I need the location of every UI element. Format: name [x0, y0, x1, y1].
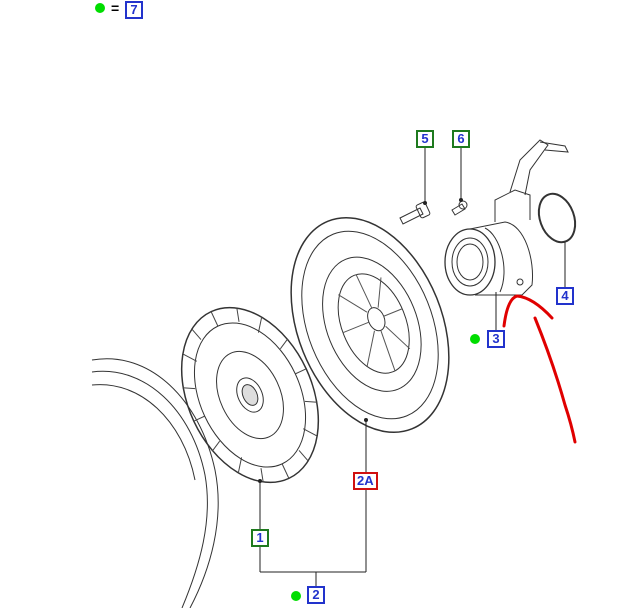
- release-bearing: [444, 139, 569, 296]
- part-3-dot-icon: [470, 334, 480, 344]
- part-label-4[interactable]: 4: [556, 287, 574, 305]
- part-label-2[interactable]: 2: [307, 586, 325, 604]
- pressure-plate: [290, 216, 450, 434]
- part-label-2a[interactable]: 2A: [353, 472, 378, 490]
- flywheel: [91, 358, 219, 608]
- part-label-3[interactable]: 3: [487, 330, 505, 348]
- part-label-5[interactable]: 5: [416, 130, 434, 148]
- o-ring: [537, 192, 577, 244]
- legend-ref-label-7[interactable]: 7: [125, 1, 143, 19]
- part-2-dot-icon: [291, 591, 301, 601]
- red-annotation-mark: [502, 294, 577, 444]
- bolt-6: [451, 200, 468, 216]
- bolt-5: [399, 201, 431, 225]
- leader-lines: [259, 146, 566, 586]
- legend-dot-icon: [95, 3, 105, 13]
- part-label-6[interactable]: 6: [452, 130, 470, 148]
- legend-equals: =: [111, 0, 120, 16]
- clutch-disc: [180, 306, 320, 484]
- part-label-1[interactable]: 1: [251, 529, 269, 547]
